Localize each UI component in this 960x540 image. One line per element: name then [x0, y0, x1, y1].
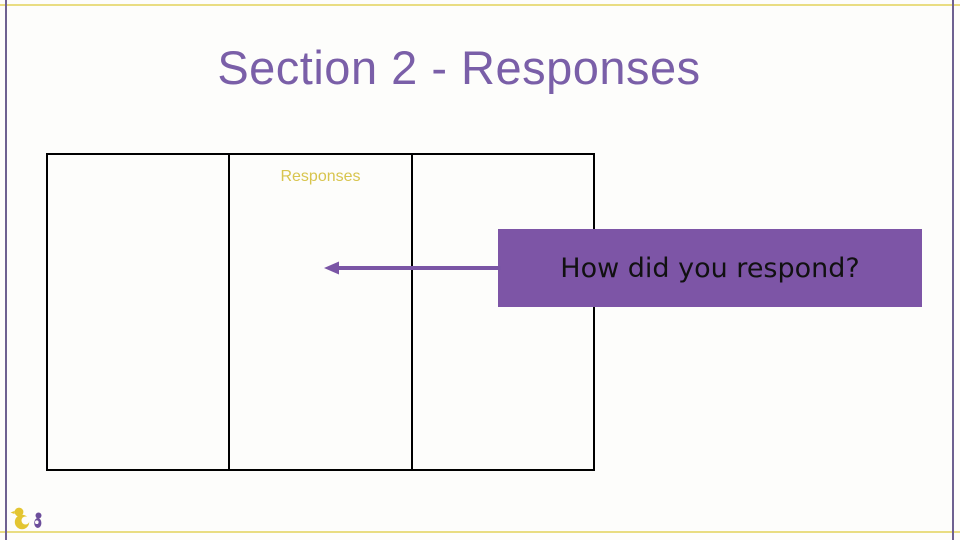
left-arrow-icon	[324, 261, 501, 275]
slide-title: Section 2 - Responses	[217, 41, 701, 94]
table-column-right	[410, 155, 593, 469]
callout-box: How did you respond?	[498, 229, 922, 307]
callout-label: How did you respond?	[560, 252, 860, 284]
table-column-responses-header: Responses	[280, 168, 361, 185]
responses-table: Responses	[46, 153, 595, 471]
left-border-line	[5, 0, 7, 540]
table-column-left	[48, 155, 228, 469]
table-column-right-header	[413, 155, 593, 168]
duck-mascot-logo-icon	[10, 507, 42, 530]
bottom-border-line	[0, 531, 960, 533]
table-column-responses: Responses	[228, 155, 410, 469]
right-border-line	[952, 0, 954, 540]
table-column-left-header	[48, 155, 228, 168]
top-border-line	[0, 4, 960, 6]
